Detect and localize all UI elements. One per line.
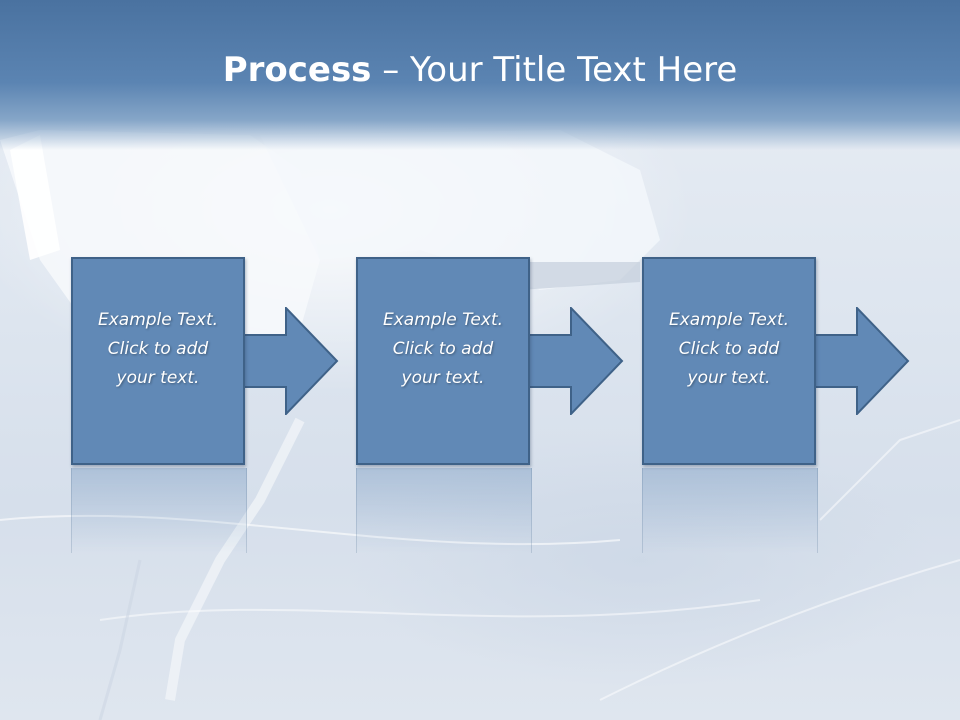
process-step-3[interactable]: Example Text. Click to add your text. (642, 257, 816, 465)
step-text-line: Click to add (392, 338, 494, 359)
step-text-line: your text. (401, 367, 485, 388)
step-reflection (642, 468, 818, 553)
title-bar (0, 0, 960, 150)
step-reflection (356, 468, 532, 553)
arrow-right-icon (814, 307, 910, 415)
title-bold-text: Process (222, 50, 372, 90)
step-text-line: Click to add (107, 338, 209, 359)
step-text: Example Text. Click to add your text. (363, 306, 523, 393)
step-text: Example Text. Click to add your text. (78, 306, 238, 393)
step-text-line: your text. (116, 367, 200, 388)
step-text-line: Click to add (678, 338, 780, 359)
step-reflection (71, 468, 247, 553)
process-step-1[interactable]: Example Text. Click to add your text. (71, 257, 245, 465)
arrow-right-icon (243, 307, 339, 415)
process-step-2[interactable]: Example Text. Click to add your text. (356, 257, 530, 465)
title-rest-text: – Your Title Text Here (371, 50, 738, 90)
step-text: Example Text. Click to add your text. (649, 306, 809, 393)
step-text-line: Example Text. (382, 309, 504, 330)
step-text-line: Example Text. (668, 309, 790, 330)
arrow-right-icon (528, 307, 624, 415)
step-text-line: Example Text. (97, 309, 219, 330)
slide-title[interactable]: Process – Your Title Text Here (0, 50, 960, 90)
step-text-line: your text. (687, 367, 771, 388)
